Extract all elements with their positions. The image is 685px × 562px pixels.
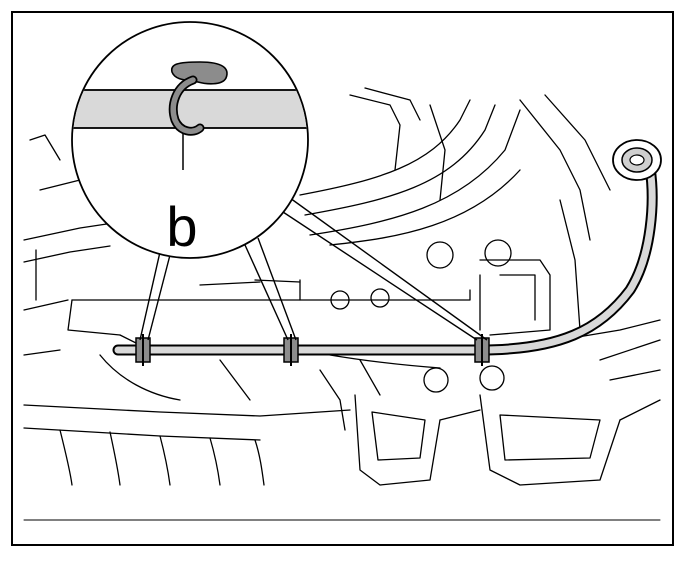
harness-clip-1 (135, 334, 151, 366)
leader-lines (139, 197, 488, 341)
callout-label-b: b (166, 195, 197, 258)
clip-detail-icon (168, 61, 228, 136)
magnified-wire (73, 89, 307, 129)
harness-clip-3 (474, 334, 490, 366)
wiring-harness (112, 162, 658, 356)
harness-clip-2 (283, 334, 299, 366)
rubber-grommet-icon (612, 139, 662, 181)
magnified-detail (71, 21, 309, 259)
